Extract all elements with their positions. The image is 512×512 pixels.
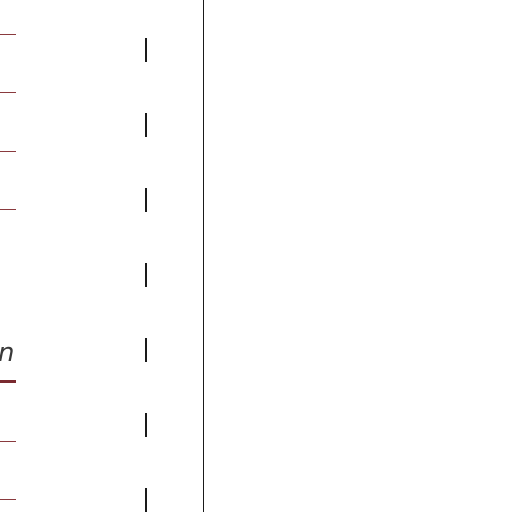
menu-item-separator — [145, 113, 147, 137]
active-item-underline — [0, 380, 16, 383]
side-menu: n — [0, 0, 203, 512]
menu-item-divider — [0, 499, 16, 500]
panel-divider — [203, 0, 204, 512]
menu-item-divider — [0, 441, 16, 442]
menu-item-divider — [0, 34, 16, 35]
menu-item-divider — [0, 209, 16, 210]
menu-item-divider — [0, 151, 16, 152]
menu-item-separator — [145, 488, 147, 512]
menu-item-separator — [145, 338, 147, 362]
menu-item-label-active[interactable]: n — [0, 338, 14, 368]
menu-item-separator — [145, 188, 147, 212]
menu-item-separator — [145, 413, 147, 437]
menu-item-separator — [145, 38, 147, 62]
content-area — [204, 0, 512, 512]
menu-item-divider — [0, 92, 16, 93]
menu-item-separator — [145, 263, 147, 287]
